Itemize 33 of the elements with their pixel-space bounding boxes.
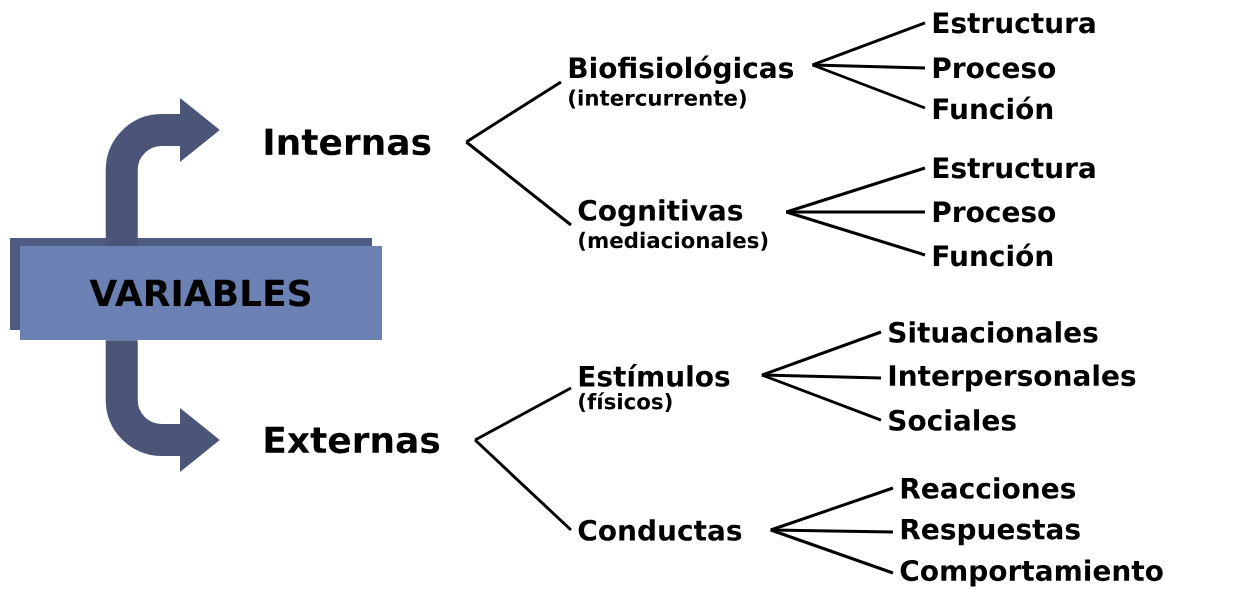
item-label: Función (933, 243, 1053, 267)
item-label: Sociales (889, 409, 1016, 431)
bracket-line (761, 373, 882, 422)
subcategory-label: Estímulos (físicos) (579, 364, 730, 412)
category-label: Internas (265, 128, 431, 156)
item-label: Respuestas (901, 518, 1080, 546)
bracket-line (770, 528, 894, 575)
bracket-line (465, 80, 562, 144)
item-label: Comportamiento (900, 559, 1163, 587)
bracket-line (474, 386, 572, 442)
item-label: Proceso (933, 57, 1056, 79)
bracket-line (812, 21, 926, 67)
category-label: Externas (265, 426, 440, 454)
item-label: Proceso (933, 201, 1056, 223)
item-label: Situacionales (889, 321, 1098, 343)
item-label: Función (933, 96, 1053, 120)
bracket-line (786, 210, 925, 214)
subcategory-label: Conductas (578, 519, 742, 541)
bracket-line (465, 140, 572, 227)
subcategory-label: Biofisiológicas (intercurrente) (569, 55, 794, 109)
category-box: VARIABLES (10, 238, 382, 340)
bracket-line (770, 486, 894, 532)
subcategory-label: Cognitivas (mediacionales) (578, 199, 768, 251)
bracket-line (474, 438, 572, 532)
bracket-line (785, 166, 926, 214)
item-label: Estructura (933, 12, 1095, 34)
item-label: Estructura (933, 157, 1095, 179)
item-label: Reacciones (901, 477, 1076, 499)
bracket-line (761, 330, 882, 377)
bracket-line (812, 63, 926, 110)
bracket-line (785, 210, 926, 257)
bracket-line (812, 63, 926, 70)
item-label: Interpersonales (889, 364, 1136, 392)
